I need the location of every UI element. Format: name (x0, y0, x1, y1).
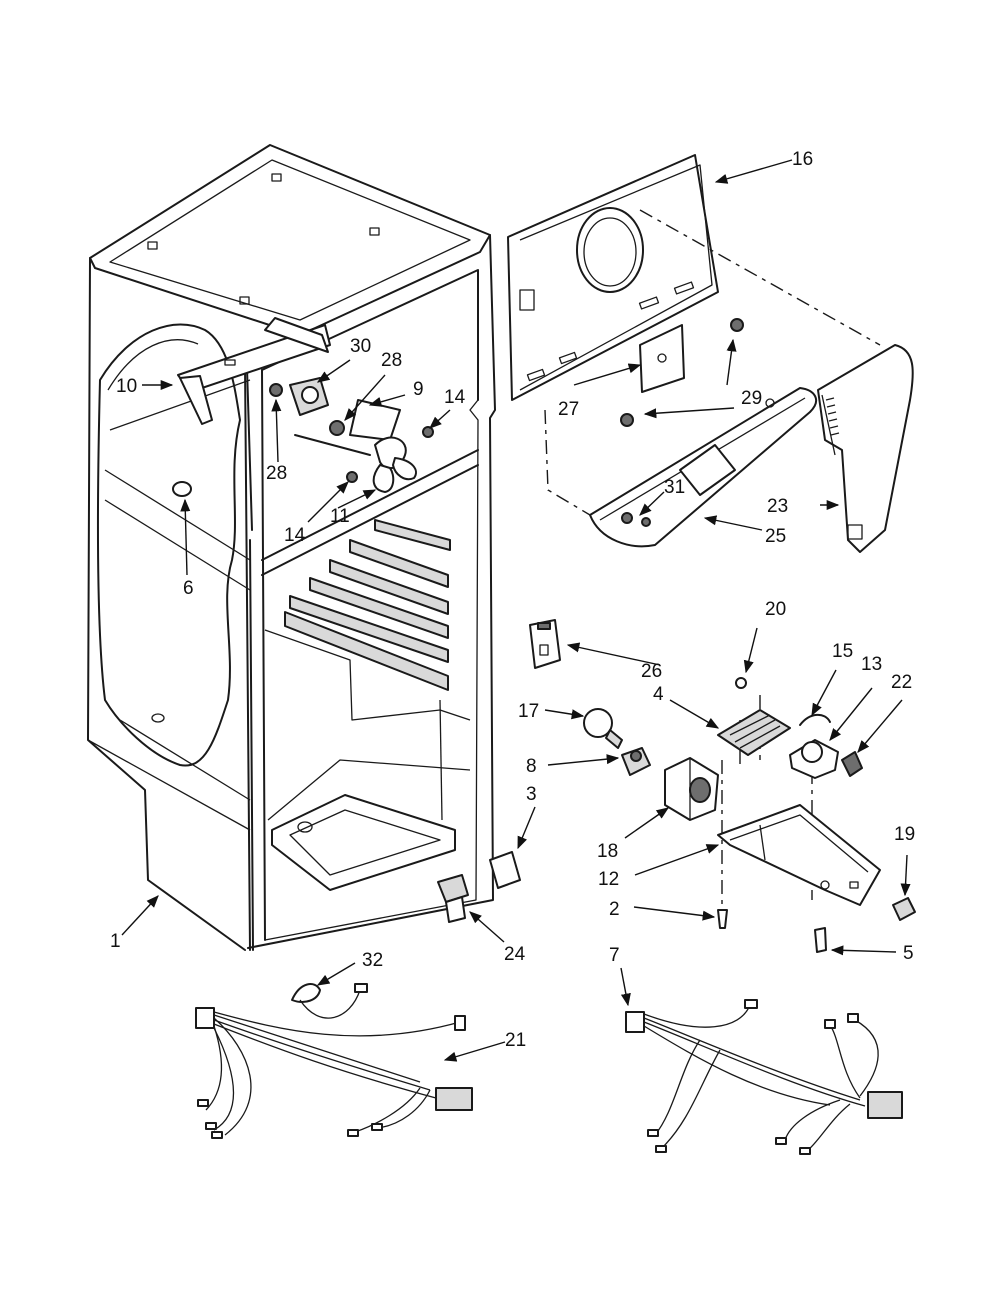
leader-arrows (121, 159, 911, 1062)
wire-harness-7 (625, 999, 903, 1155)
part-24-shape (437, 874, 469, 923)
thermostat-13 (789, 739, 839, 779)
part-3-shape (489, 851, 521, 889)
screw-20-shape (735, 677, 747, 689)
shelf-ribs (284, 519, 451, 691)
label-part-27: 27 (558, 399, 579, 420)
switch-19-shape (892, 897, 916, 921)
label-part-18: 18 (597, 841, 618, 862)
control-board-4 (717, 709, 791, 756)
label-part-19: 19 (894, 824, 915, 845)
label-part-4: 4 (653, 684, 664, 705)
label-part-22: 22 (891, 672, 912, 693)
label-part-5: 5 (903, 943, 914, 964)
label-part-24: 24 (504, 944, 526, 965)
label-part-25: 25 (765, 526, 786, 547)
cover-18 (664, 757, 719, 821)
label-part-17: 17 (518, 701, 539, 722)
label-part-1: 1 (110, 931, 121, 952)
light-shield-25 (589, 387, 818, 548)
label-part-14-lower: 14 (284, 525, 306, 546)
label-part-12: 12 (598, 869, 619, 890)
label-part-21: 21 (505, 1030, 526, 1051)
label-part-32: 32 (362, 950, 383, 971)
housing-12 (717, 804, 881, 906)
part-labels: 1 2 3 4 5 6 7 8 9 10 11 12 13 14 14 15 1… (110, 149, 915, 1051)
label-part-31: 31 (664, 477, 685, 498)
evaporator-cover-16 (507, 154, 744, 427)
label-part-10: 10 (116, 376, 137, 397)
label-part-14-upper: 14 (444, 387, 466, 408)
plug-6-shape (172, 481, 192, 497)
wire-harness-21 (195, 983, 473, 1139)
label-part-23: 23 (767, 496, 788, 517)
screw-5-shape (814, 927, 827, 953)
socket-8 (621, 747, 651, 776)
label-part-30: 30 (350, 336, 371, 357)
label-part-20: 20 (765, 599, 786, 620)
label-part-6: 6 (183, 578, 194, 599)
label-part-28-lower: 28 (266, 463, 287, 484)
label-part-15: 15 (832, 641, 853, 662)
label-part-28-upper: 28 (381, 350, 402, 371)
label-part-11: 11 (330, 506, 350, 527)
bracket-10 (177, 317, 331, 425)
screw-2-shape (717, 909, 728, 929)
knob-22-shape (841, 751, 863, 777)
fan-motor-assembly (269, 377, 434, 493)
cabinet-liner (87, 144, 496, 951)
label-part-16: 16 (792, 149, 813, 170)
label-part-9: 9 (413, 379, 424, 400)
label-part-13: 13 (861, 654, 882, 675)
label-part-3: 3 (526, 784, 537, 805)
part-26-shape (529, 619, 561, 669)
label-part-8: 8 (526, 756, 537, 777)
light-bulb-17 (583, 708, 623, 749)
label-part-26: 26 (641, 661, 662, 682)
label-part-2: 2 (609, 899, 620, 920)
label-part-29: 29 (741, 388, 762, 409)
label-part-7: 7 (609, 945, 620, 966)
control-housing-23 (817, 344, 914, 553)
clip-15-shape (799, 713, 831, 726)
